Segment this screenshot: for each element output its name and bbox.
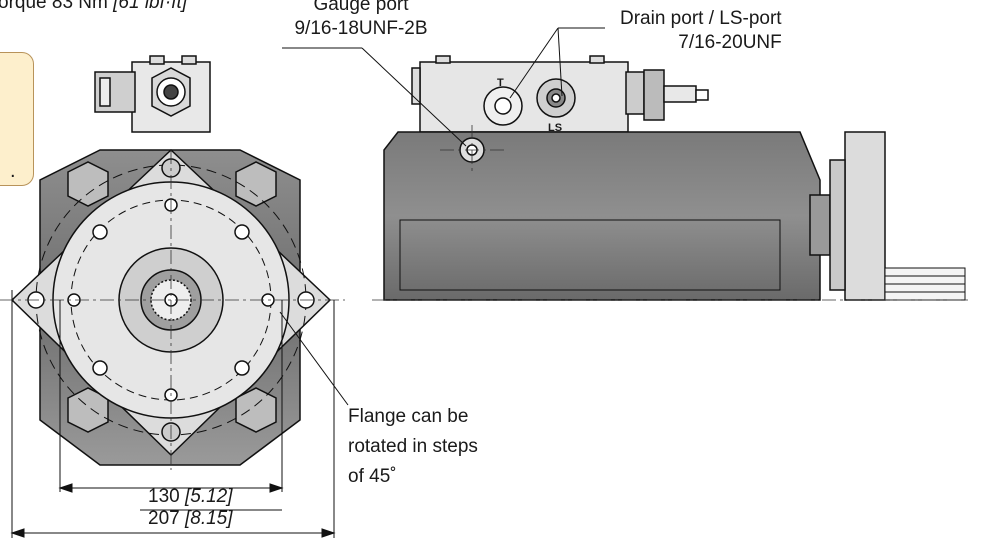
drain-port-spec: 7/16-20UNF	[678, 32, 782, 53]
flange-note-line3: of 45˚	[348, 466, 397, 487]
dim-130-inch: [5.12]	[184, 486, 233, 507]
port-t-label: T	[497, 77, 504, 89]
torque-imperial: [61 lbf·ft]	[113, 0, 188, 13]
torque-prefix: orque 83 Nm	[0, 0, 108, 13]
mounting-flange-side	[844, 131, 886, 301]
corner-bolt	[67, 161, 109, 207]
flange-note-line2: rotated in steps	[348, 436, 478, 457]
side-view	[383, 55, 966, 301]
dim-207: 207 [8.15]	[148, 508, 233, 530]
dimension-lines	[10, 290, 336, 538]
valve-block-side	[419, 61, 629, 133]
gauge-port-spec: 9/16-18UNF-2B	[294, 18, 428, 39]
flange-leader	[279, 311, 349, 406]
port-ls-label: LS	[548, 122, 563, 134]
flange-note-line1: Flange can be	[348, 406, 469, 427]
corner-bolt	[67, 387, 109, 433]
dim-207-inch: [8.15]	[184, 508, 233, 529]
pump-body-side	[383, 131, 821, 301]
note-period: .	[10, 160, 16, 182]
gauge-port-title: Gauge port	[313, 0, 409, 15]
dim-130: 130 [5.12]	[148, 486, 233, 508]
side-centerlines	[372, 125, 970, 301]
front-centerlines	[0, 150, 345, 470]
corner-bolt	[235, 161, 277, 207]
drain-port-title: Drain port / LS-port	[620, 8, 782, 29]
torque-label: orque 83 Nm [61 lbf·ft]	[0, 0, 187, 14]
dim-207-mm: 207	[148, 508, 180, 529]
dim-130-mm: 130	[148, 486, 180, 507]
port-leaders	[282, 27, 605, 147]
highlight-note-box	[0, 52, 34, 186]
corner-bolt	[235, 387, 277, 433]
